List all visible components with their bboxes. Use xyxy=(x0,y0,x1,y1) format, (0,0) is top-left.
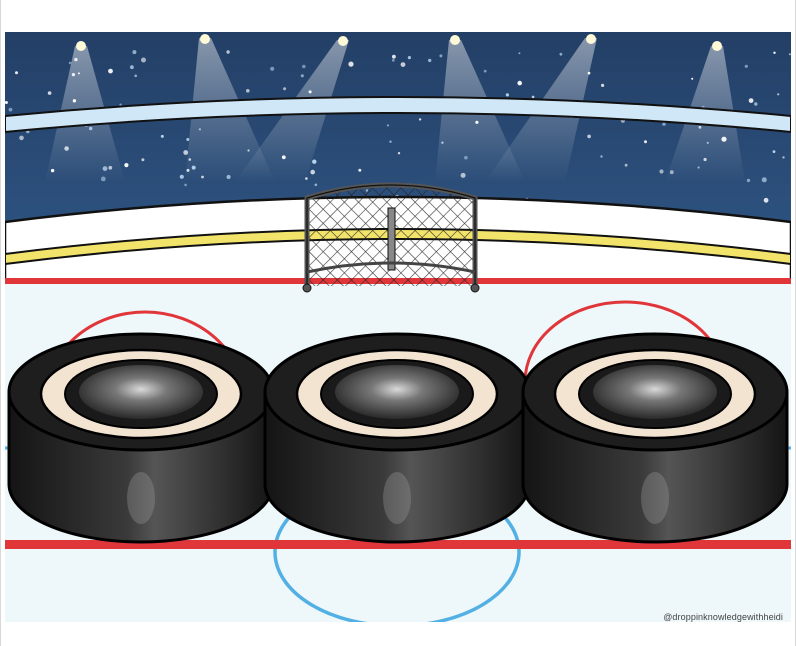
center-red-line xyxy=(5,540,791,549)
hockey-puck xyxy=(521,332,789,544)
hockey-puck xyxy=(7,332,275,544)
pucks xyxy=(7,332,789,544)
watermark-credit: @droppinknowledgewithheidi xyxy=(663,612,783,622)
hockey-rink-illustration xyxy=(5,32,791,622)
hockey-puck xyxy=(263,332,531,544)
upper-boards-curve xyxy=(5,96,791,134)
yellow-stripe xyxy=(5,228,791,266)
spotlight-lamps xyxy=(76,34,722,51)
goal-net xyxy=(302,182,480,293)
